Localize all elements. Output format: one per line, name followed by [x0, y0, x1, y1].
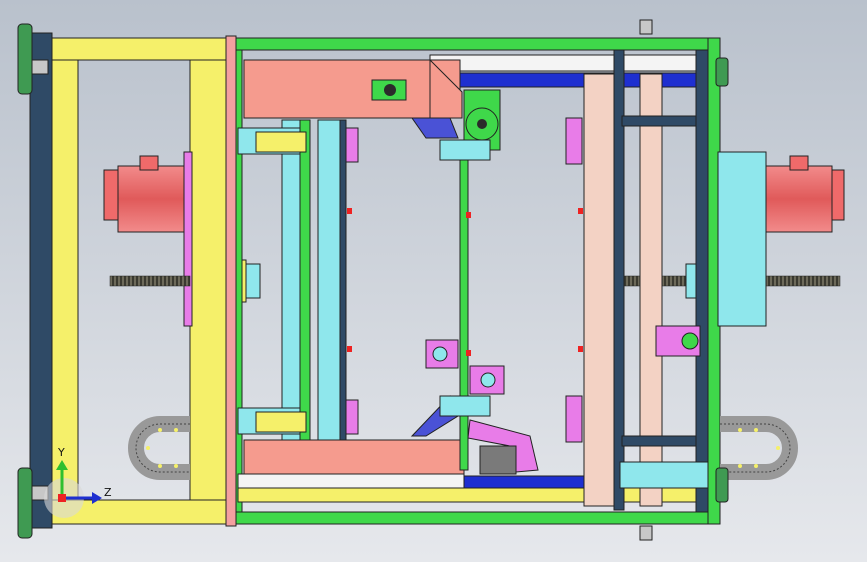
drag-chain-left: [128, 416, 190, 480]
top-guide-rods: [429, 54, 707, 88]
coordinate-triad: Y Z: [44, 446, 112, 518]
green-frame: [235, 37, 721, 525]
axis-y-label: Y: [57, 446, 65, 459]
axis-z-label: Z: [104, 486, 112, 499]
center-rail: [410, 89, 539, 475]
foot-bottom-left: [17, 467, 33, 539]
sensor-markers: [347, 208, 583, 356]
yellow-frame-left: [51, 35, 237, 527]
carriage-top: [243, 58, 463, 119]
drag-chain-right: [720, 416, 798, 480]
right-feet: [639, 19, 729, 541]
servo-motor-right: [717, 151, 845, 327]
linear-plates-left: [237, 119, 359, 441]
servo-motor-left: [103, 151, 193, 327]
right-frame: [565, 49, 709, 513]
foot-top-left: [17, 23, 33, 95]
carriage-bottom: [243, 439, 465, 475]
